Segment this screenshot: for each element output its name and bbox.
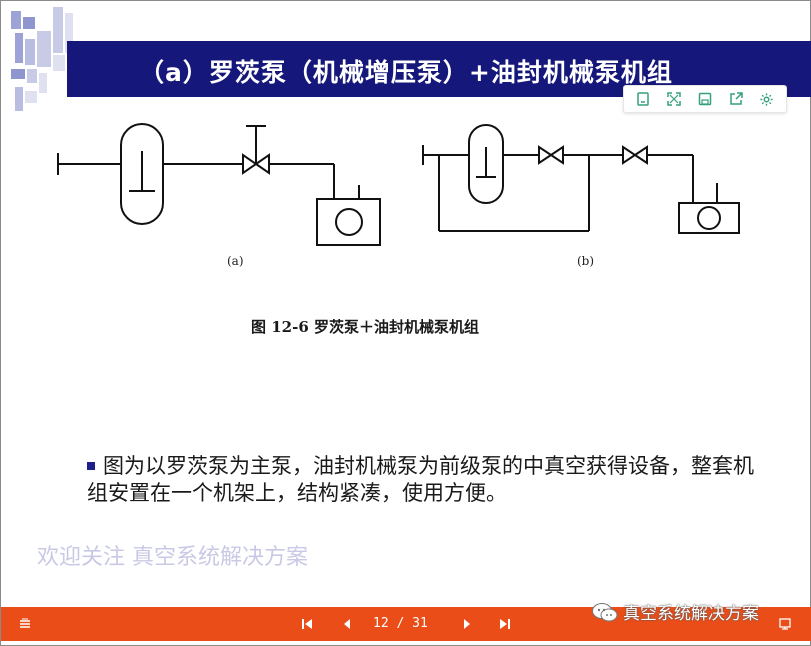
save-icon[interactable] [694, 88, 716, 110]
bullet-icon [87, 461, 95, 470]
figure-label-a: (a) [227, 254, 244, 268]
page-indicator: 12 / 31 [373, 616, 428, 631]
pump-schematic-diagram [57, 123, 740, 246]
previous-page-button[interactable] [337, 607, 357, 641]
brand-name: 真空系统解决方案 [623, 604, 759, 624]
watermark-text: 欢迎关注 真空系统解决方案 [37, 545, 308, 570]
slide-body-text: 图为以罗茨泵为主泵，油封机械泵为前级泵的中真空获得设备，整套机组安置在一个机架上… [87, 453, 767, 507]
figure-caption: 图 12-6 罗茨泵＋油封机械泵机组 [251, 318, 479, 336]
last-page-button[interactable] [495, 607, 515, 641]
settings-icon[interactable] [756, 88, 778, 110]
share-icon[interactable] [725, 88, 747, 110]
schematic-b [422, 124, 740, 234]
next-page-button[interactable] [457, 607, 477, 641]
navigation-bar: 12 / 31 [1, 607, 811, 641]
fullscreen-icon[interactable] [663, 88, 685, 110]
body-paragraph: 图为以罗茨泵为主泵，油封机械泵为前级泵的中真空获得设备，整套机组安置在一个机架上… [87, 454, 754, 505]
figure-label-b: (b) [577, 254, 595, 268]
schematic-a [57, 123, 381, 246]
corner-decoration [11, 7, 73, 111]
wechat-icon [592, 602, 618, 621]
exit-icon[interactable] [775, 607, 795, 641]
first-page-button[interactable] [297, 607, 317, 641]
brand-watermark: 真空系统解决方案 [591, 599, 759, 624]
floating-toolbar [623, 85, 787, 113]
copy-icon[interactable] [632, 88, 654, 110]
slide-title: （a）罗茨泵（机械增压泵）+油封机械泵机组 [139, 58, 673, 87]
menu-icon[interactable] [15, 607, 35, 641]
